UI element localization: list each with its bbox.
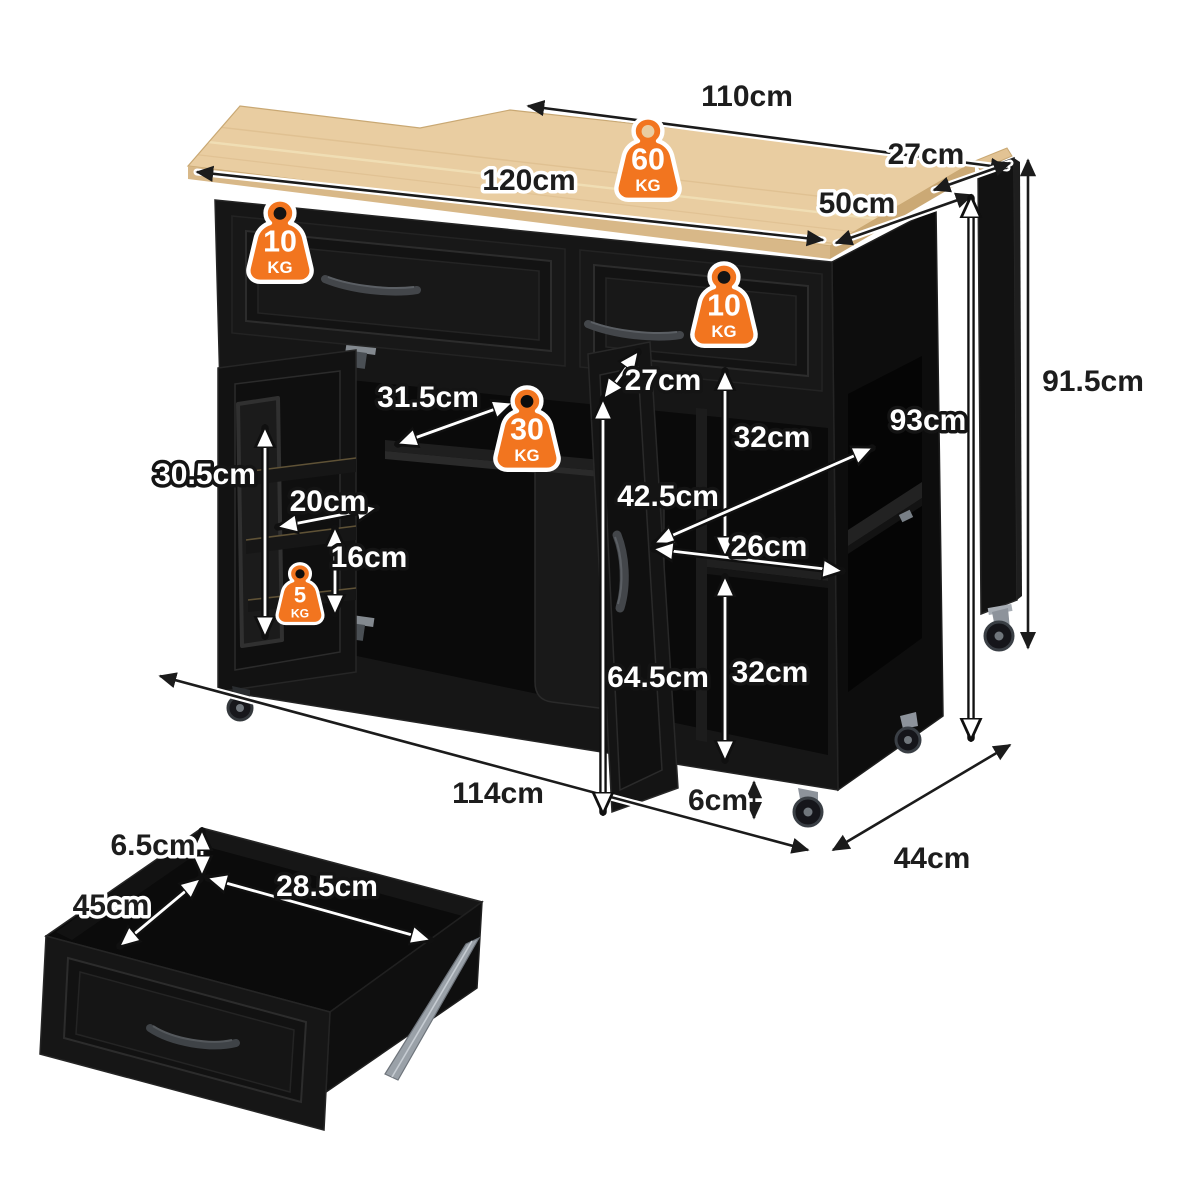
label-drawer-inner-height: 6.5cm <box>110 829 195 862</box>
drawer-right-handle <box>584 320 684 341</box>
label-side-cubby-diagonal: 42.5cm <box>617 480 719 513</box>
dim-arrow-top-total-length <box>193 165 827 247</box>
label-door-rack-spacing: 16cm <box>331 541 408 574</box>
label-cabinet-height: 93cm <box>890 404 967 437</box>
label-door-rack-height: 30.5cm <box>154 458 256 491</box>
label-drawer-inner-width: 28.5cm <box>276 870 378 903</box>
drop-leaf-folded <box>977 156 1022 652</box>
badge-value: 10 <box>707 288 741 322</box>
badge-value: 10 <box>263 224 297 258</box>
label-base-depth: 44cm <box>894 842 971 875</box>
badge-interior-shelf-capacity: 30 KG <box>495 387 558 469</box>
label-drop-leaf-depth: 27cm <box>888 138 965 171</box>
label-side-cubby-upper-height: 32cm <box>734 421 811 454</box>
label-side-cubby-lower-height: 32cm <box>732 656 809 689</box>
dim-arrow-interior-shelf-width <box>398 403 512 444</box>
label-overall-height: 91.5cm <box>1042 365 1144 398</box>
dim-arrow-top-depth <box>832 191 976 247</box>
label-base-length: 114cm <box>452 777 544 810</box>
label-side-cubby-depth: 26cm <box>731 530 808 563</box>
badge-unit: KG <box>711 322 736 341</box>
badge-countertop-capacity: 60 KG <box>616 117 679 199</box>
drawer-left <box>231 215 566 367</box>
dim-arrow-drawer-inner-depth <box>120 875 200 950</box>
drawer-detail <box>39 827 484 1131</box>
drop-leaf-caster <box>983 603 1015 652</box>
side-cubby-lower <box>848 506 922 692</box>
badge-value: 5 <box>294 583 306 608</box>
dim-arrow-base-length <box>156 672 812 854</box>
dim-arrow-drop-leaf-depth <box>930 159 1014 194</box>
label-top-depth: 50cm <box>819 187 896 220</box>
label-top-back-width: 110cm <box>701 80 793 113</box>
dim-arrow-drawer-inner-width <box>208 878 430 940</box>
badge-unit: KG <box>267 258 292 277</box>
label-drawer-inner-depth: 45cm <box>73 889 150 922</box>
label-middle-door-width: 27cm <box>625 364 702 397</box>
dim-arrow-middle-door-width <box>600 352 642 398</box>
badge-unit: KG <box>635 176 660 195</box>
label-top-total-length: 120cm <box>482 164 575 197</box>
drawer-detail-handle <box>146 1024 240 1050</box>
drawer-left-handle <box>321 275 421 296</box>
door-middle-handle <box>612 530 629 613</box>
dim-arrow-base-depth <box>829 741 1014 854</box>
dim-arrow-side-cubby-depth <box>654 549 842 571</box>
badge-left-drawer-capacity: 10 KG <box>248 199 311 281</box>
dim-arrow-side-cubby-diagonal <box>655 444 872 547</box>
dim-arrow-top-back-width <box>524 100 1011 174</box>
badge-value: 30 <box>510 412 544 446</box>
drop-leaf-panel <box>977 156 1018 616</box>
label-door-rack-width: 20cm <box>290 485 367 518</box>
label-ground-clearance: 6cm <box>688 784 748 817</box>
drawer-slide-rail <box>384 936 481 1081</box>
shelf-bracket <box>898 509 914 523</box>
label-door-height: 64.5cm <box>607 661 709 694</box>
badge-unit: KG <box>514 446 539 465</box>
label-interior-shelf-width: 31.5cm <box>377 381 479 414</box>
badge-right-drawer-capacity: 10 KG <box>692 263 755 345</box>
badge-door-rack-capacity: 5 KG <box>275 562 325 626</box>
badge-unit: KG <box>291 607 309 621</box>
door-left-open <box>217 349 357 693</box>
badge-value: 60 <box>631 142 665 176</box>
caster-front-right <box>792 788 824 828</box>
dim-arrow-door-rack-width <box>278 508 376 527</box>
